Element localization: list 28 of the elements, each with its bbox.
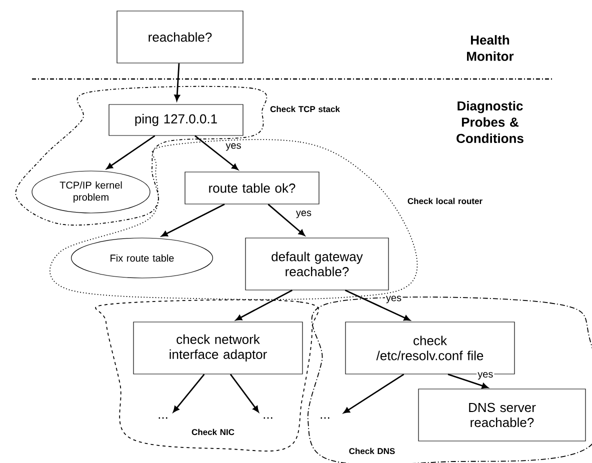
arrow (230, 374, 259, 412)
section-heading: Health Monitor (467, 35, 514, 61)
arrow (174, 63, 180, 101)
ellipsis-text: ... (264, 417, 272, 419)
process-box: ping 127.0.0.1 (108, 104, 244, 136)
arrow (161, 204, 225, 237)
process-box: default gateway reachable? (245, 238, 389, 290)
region-label: Check TCP stack (270, 106, 340, 112)
edge-label: yes (296, 210, 312, 218)
region-label: Check local router (408, 198, 482, 204)
region-label: Check DNS (349, 448, 395, 454)
arrow (344, 290, 410, 321)
arrow (448, 374, 488, 389)
edge-label: yes (386, 296, 402, 304)
edge-label: yes (478, 372, 493, 380)
edge-label: yes (226, 143, 241, 151)
section-heading: Diagnostic Probes & Conditions (456, 100, 524, 144)
process-box: reachable? (116, 10, 244, 64)
arrow (236, 290, 293, 321)
ellipsis-text: ... (158, 417, 168, 419)
region-label: Check NIC (192, 428, 234, 436)
arrow (173, 374, 205, 412)
process-box: route table ok? (184, 172, 320, 204)
process-box: DNS server reachable? (418, 388, 586, 442)
arrow (268, 204, 305, 236)
process-box: check network interface adaptor (133, 322, 303, 374)
arrow (343, 374, 404, 414)
ellipsis-text: ... (320, 417, 330, 419)
